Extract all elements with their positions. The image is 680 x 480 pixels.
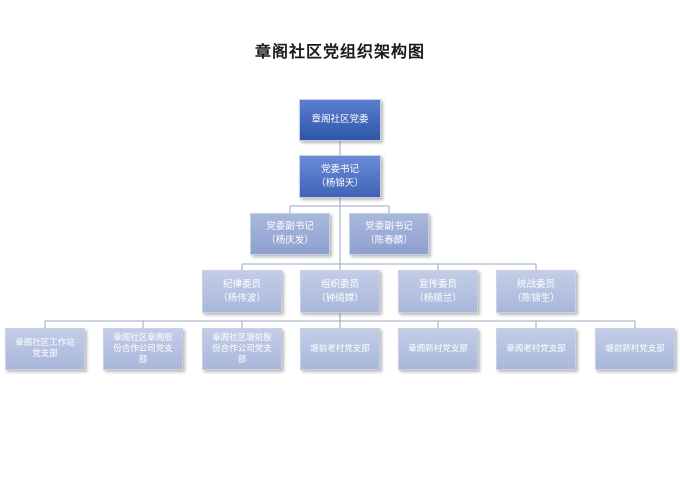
node-line: 部 bbox=[138, 354, 148, 365]
node-line: 章阁社区塘前股 bbox=[212, 332, 272, 343]
chart-title: 章阁社区党组织架构图 bbox=[254, 42, 425, 61]
node-role: 纪律委员 bbox=[222, 278, 261, 290]
node-branch-zhangge-new[interactable]: 章阁新村党支部 bbox=[398, 328, 478, 370]
node-branch-tangqian-coop[interactable]: 章阁社区塘前股 份合作公司党支 部 bbox=[202, 328, 282, 370]
node-line: 份合作公司党支 bbox=[113, 343, 173, 354]
node-person: （钟绮嫦） bbox=[316, 292, 364, 304]
node-branch-tangqian-new[interactable]: 塘前新村党支部 bbox=[595, 328, 675, 370]
node-person: （杨伟波） bbox=[218, 292, 266, 304]
node-branch-zhangge-coop[interactable]: 章阁社区章阁股 份合作公司党支 部 bbox=[103, 328, 183, 370]
node-branch-tangqian-old[interactable]: 塘前老村党支部 bbox=[300, 328, 380, 370]
node-role: 党委副书记 bbox=[266, 221, 314, 232]
node-discipline-member[interactable]: 纪律委员 （杨伟波） bbox=[202, 270, 282, 313]
node-publicity-member[interactable]: 宣传委员 （杨顺兰） bbox=[398, 270, 478, 313]
node-person: （陈春麟） bbox=[365, 235, 413, 246]
node-person: （杨锦天） bbox=[316, 177, 364, 189]
node-line: 部 bbox=[237, 354, 247, 365]
node-role: 党委书记 bbox=[320, 163, 359, 175]
node-role: 党委副书记 bbox=[365, 221, 413, 232]
node-branch-workstation[interactable]: 章阁社区工作站 党支部 bbox=[5, 328, 85, 370]
node-line: 章阁新村党支部 bbox=[408, 343, 468, 354]
node-line: 份合作公司党支 bbox=[212, 343, 272, 354]
node-line: 章阁老村党支部 bbox=[506, 343, 566, 354]
node-line: 章阁社区章阁股 bbox=[113, 332, 173, 343]
node-branch-zhangge-old[interactable]: 章阁老村党支部 bbox=[496, 328, 576, 370]
node-deputy-secretary-1[interactable]: 党委副书记 （杨庆发） bbox=[250, 213, 330, 255]
node-role: 统战委员 bbox=[516, 278, 555, 290]
node-person: （杨顺兰） bbox=[414, 292, 462, 304]
node-role: 组织委员 bbox=[320, 278, 359, 290]
node-secretary[interactable]: 党委书记 （杨锦天） bbox=[299, 155, 381, 198]
node-line: 章阁社区工作站 bbox=[15, 338, 75, 348]
node-organization-member[interactable]: 组织委员 （钟绮嫦） bbox=[300, 270, 380, 313]
node-line: 塘前新村党支部 bbox=[605, 343, 665, 354]
node-party-committee[interactable]: 章阁社区党委 bbox=[299, 99, 381, 141]
node-united-front-member[interactable]: 统战委员 （陈锦生） bbox=[496, 270, 576, 313]
node-role: 宣传委员 bbox=[418, 278, 457, 290]
node-line: 党支部 bbox=[32, 349, 58, 359]
node-label: 章阁社区党委 bbox=[311, 114, 369, 125]
node-line: 塘前老村党支部 bbox=[310, 343, 370, 354]
node-person: （杨庆发） bbox=[266, 235, 314, 246]
node-person: （陈锦生） bbox=[512, 292, 560, 304]
node-deputy-secretary-2[interactable]: 党委副书记 （陈春麟） bbox=[349, 213, 429, 255]
